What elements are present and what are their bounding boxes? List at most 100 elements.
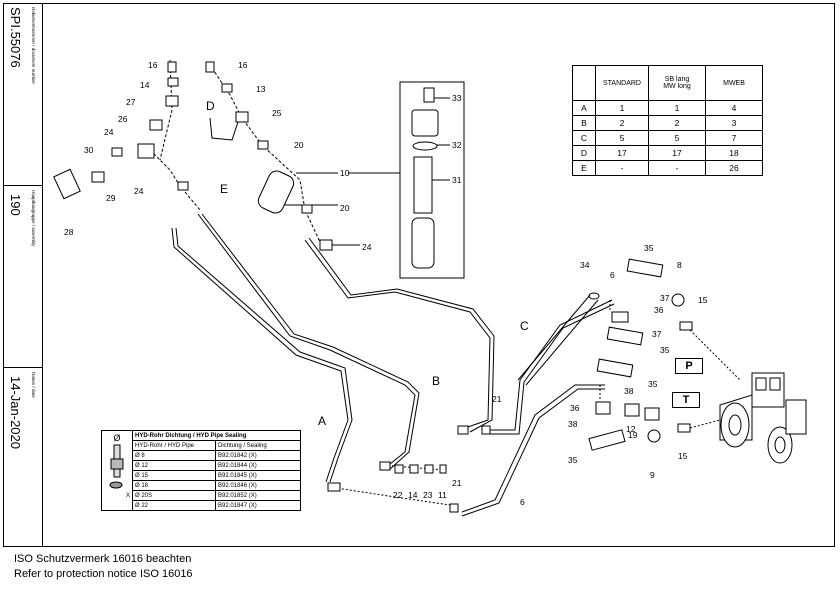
filter-element — [413, 156, 433, 214]
callout: 12 — [626, 424, 636, 434]
fitting-11 — [439, 464, 447, 474]
pipe-sealing-table: Ø X HYD-Rohr Dichtung / HYD Pipe Sealing… — [101, 430, 301, 511]
pipe-label-a: A — [318, 414, 326, 428]
seal-col-header: Dichtung / Sealing — [215, 440, 301, 451]
callout: 15 — [678, 451, 688, 461]
callout: 16 — [148, 60, 158, 70]
callout: 9 — [650, 470, 655, 480]
pipe-end-b — [379, 461, 391, 471]
coupler-19 — [644, 407, 660, 421]
callout: 6 — [610, 270, 615, 280]
fitting-seal-icon — [109, 444, 124, 489]
variant-header — [572, 65, 596, 101]
variant-header: MWEB — [705, 65, 763, 101]
callout: 32 — [452, 140, 462, 150]
callout: 30 — [84, 145, 94, 155]
variant-cell: 3 — [705, 115, 763, 131]
title-strip: Dokumentnummer / document number SPI.550… — [3, 3, 43, 547]
fitting-29 — [91, 171, 105, 183]
seal-cell: Ø 12 — [132, 460, 216, 471]
pipe-label-c: C — [520, 319, 529, 333]
seal-x-label: X — [125, 493, 130, 499]
fitting-16a — [167, 61, 177, 73]
protection-notice-de: ISO Schutzvermerk 16016 beachten — [14, 553, 192, 565]
fitting-24c — [319, 239, 333, 251]
filter-assembly-box — [399, 81, 465, 279]
fitting-26 — [149, 119, 163, 131]
callout: 10 — [340, 168, 350, 178]
callout: 16 — [238, 60, 248, 70]
pipe-a — [175, 227, 353, 483]
pipe-end-c — [457, 425, 469, 435]
hose-35a — [626, 258, 664, 278]
port-t-label: T — [672, 392, 700, 408]
callout: 25 — [272, 108, 282, 118]
hose-35b — [606, 326, 644, 346]
fitting-15b — [677, 423, 691, 433]
fitting-13 — [221, 83, 233, 93]
variant-header: STANDARD — [595, 65, 649, 101]
fitting-15a — [679, 321, 693, 331]
callout: 35 — [644, 243, 654, 253]
fitting-20a — [257, 140, 269, 150]
seal-cell: Ø 22 — [132, 500, 216, 511]
callout: 21 — [492, 394, 502, 404]
callout: 34 — [580, 260, 590, 270]
valve-block-28 — [53, 168, 81, 200]
hose-35d — [588, 429, 626, 451]
callout: 37 — [652, 329, 662, 339]
fitting-20b — [301, 204, 313, 214]
assembly-cell: Hauptbaugruppe / assembly 190 — [3, 186, 43, 368]
callout: 26 — [118, 114, 128, 124]
variant-cell: 7 — [705, 130, 763, 146]
variant-cell: A — [572, 100, 596, 116]
variant-cell: 4 — [705, 100, 763, 116]
callout: 38 — [568, 419, 578, 429]
pipe-6-lower — [461, 384, 605, 513]
fitting-23 — [424, 464, 434, 474]
fitting-22 — [394, 464, 404, 474]
callout: 22 — [393, 490, 403, 500]
seal-cell: B92.01847 (X) — [215, 500, 301, 511]
callout: 36 — [570, 403, 580, 413]
callout: 14 — [140, 80, 150, 90]
callout: 24 — [134, 186, 144, 196]
variant-header: SB lang MW long — [648, 65, 706, 101]
coupler-36b — [595, 401, 611, 415]
variant-cell: B — [572, 115, 596, 131]
filter-bowl — [411, 217, 435, 269]
callout: 27 — [126, 97, 136, 107]
pressure-filter — [257, 170, 295, 214]
hose-35c — [596, 358, 634, 378]
variant-cell: 17 — [648, 145, 706, 161]
fitting-14 — [167, 77, 179, 87]
callout: 24 — [104, 127, 114, 137]
fitting-16b — [205, 61, 215, 73]
callout: 11 — [438, 490, 447, 500]
pipe-label-b: B — [432, 374, 440, 388]
variant-cell: 18 — [705, 145, 763, 161]
variant-cell: C — [572, 130, 596, 146]
coupler-12 — [624, 403, 640, 417]
callout: 14 — [408, 490, 418, 500]
pipe-end-a — [327, 482, 341, 492]
variant-cell: 2 — [595, 115, 649, 131]
variant-cell: 1 — [648, 100, 706, 116]
seal-table-title: HYD-Rohr Dichtung / HYD Pipe Sealing — [132, 430, 301, 441]
pipe-d — [209, 117, 239, 141]
seal-cell: Ø 20S — [132, 490, 216, 501]
pipe-label-e: E — [220, 182, 228, 196]
pipe-b — [197, 213, 416, 469]
seal-cell: B92.01846 (X) — [215, 480, 301, 491]
callout: 6 — [520, 497, 525, 507]
variant-cell: 26 — [705, 160, 763, 176]
seal-cell: B92.01852 (X) — [215, 490, 301, 501]
callout: 8 — [677, 260, 682, 270]
filter-seal — [412, 141, 438, 151]
seal-cell: B92.01845 (X) — [215, 470, 301, 481]
variant-cell: 5 — [648, 130, 706, 146]
variant-cell: E — [572, 160, 596, 176]
seal-col-header: HYD-Rohr / HYD Pipe — [132, 440, 216, 451]
callout: 15 — [698, 295, 708, 305]
seal-illustration-cell: Ø X — [101, 430, 133, 511]
